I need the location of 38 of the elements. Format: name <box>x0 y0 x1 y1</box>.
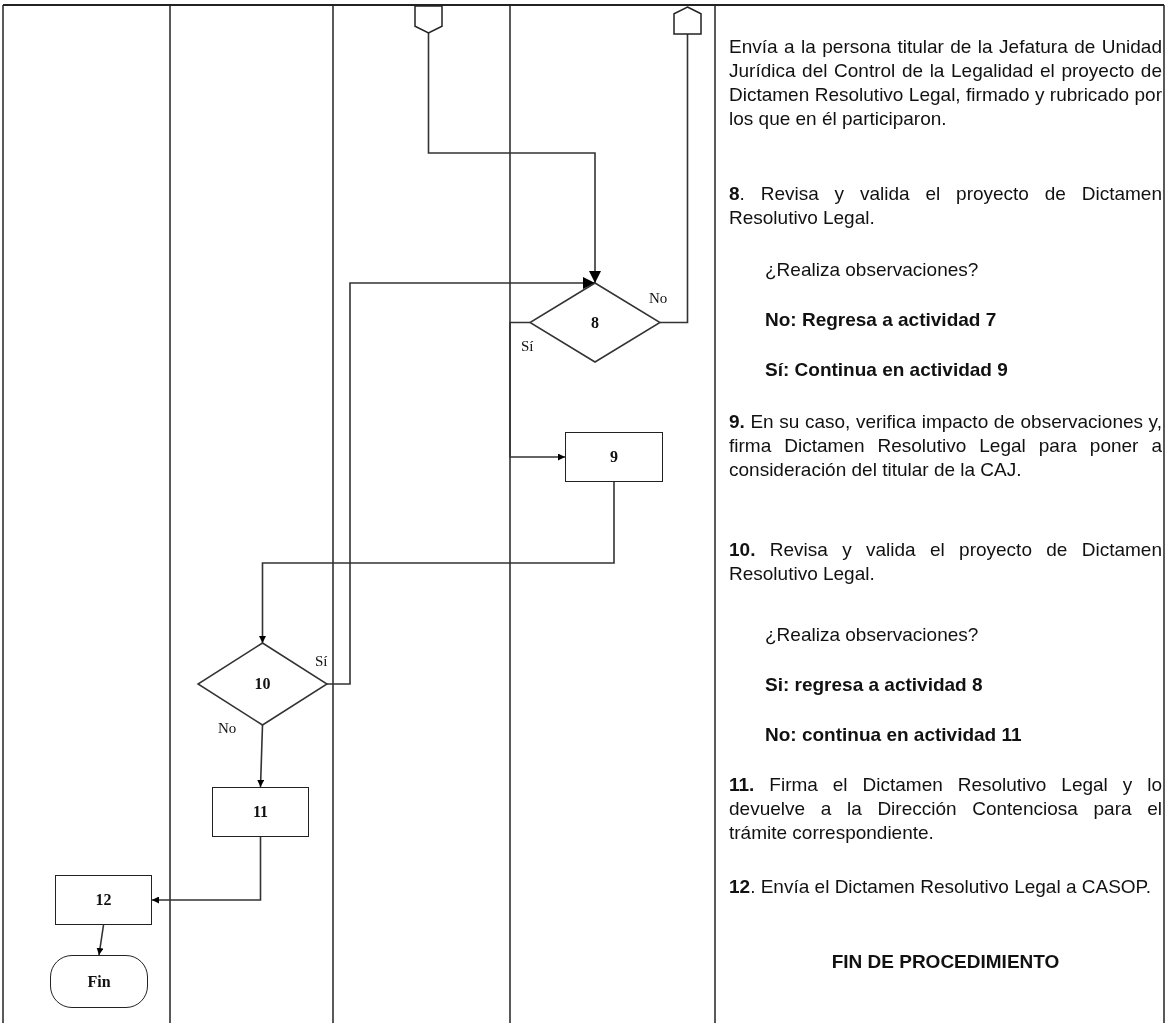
step-note: Si: regresa a actividad 8 <box>765 673 984 697</box>
step-number: 9 <box>610 448 618 466</box>
step-description: 9. En su caso, verifica impacto de observaciones y, firma Dictamen Resolutivo Legal para poner a consideración del titular de la CAJ. <box>729 410 1162 482</box>
arrow <box>96 924 105 956</box>
step-description: Envía a la persona titular de la Jefatura de Unidad Jurídica del Control de la Legalidad el proyecto de Dictamen Resolutivo Legal, firmado y rubricado por los que en él participaron. <box>729 35 1162 131</box>
terminator <box>50 955 148 1008</box>
step-number: 11 <box>252 803 269 821</box>
arrow <box>427 32 601 284</box>
step-note: Sí: Continua en actividad 9 <box>765 358 1009 382</box>
decision-diamond <box>198 643 327 725</box>
step-note: No: Regresa a actividad 7 <box>765 308 998 332</box>
step-number: 12 <box>95 891 112 909</box>
process-box <box>565 432 663 482</box>
step-description: 11. Firma el Dictamen Resolutivo Legal y lo devuelve a la Dirección Contenciosa para el trámite correspondiente. <box>729 773 1162 845</box>
step-note: No: continua en actividad 11 <box>765 723 1023 747</box>
arrow <box>151 836 262 904</box>
step-number: 10 <box>254 675 271 693</box>
step-description: 8. Revisa y valida el proyecto de Dictamen Resolutivo Legal. <box>729 182 1162 230</box>
step-description: ¿Realiza observaciones? <box>765 623 980 647</box>
step-description: 12. Envía el Dictamen Resolutivo Legal a CASOP. <box>729 875 1153 899</box>
connector-line <box>659 33 689 324</box>
arrow <box>509 321 566 461</box>
off-page-connector <box>674 7 701 34</box>
process-box <box>55 875 152 925</box>
arrow <box>257 724 265 788</box>
edge-label: Sí <box>314 653 329 669</box>
step-note: FIN DE PROCEDIMIENTO <box>830 950 1061 974</box>
edge-label: No <box>648 290 669 306</box>
step-number: 8 <box>591 313 599 332</box>
off-page-connector <box>415 6 442 33</box>
edge-label: No <box>217 720 238 736</box>
arrow <box>259 481 615 644</box>
step-description: ¿Realiza observaciones? <box>765 258 980 282</box>
arrow <box>326 277 596 685</box>
edge-label: Sí <box>520 338 535 354</box>
node-label: Fin <box>87 972 111 991</box>
process-box <box>212 787 309 837</box>
step-description: 10. Revisa y valida el proyecto de Dictamen Resolutivo Legal. <box>729 538 1162 586</box>
